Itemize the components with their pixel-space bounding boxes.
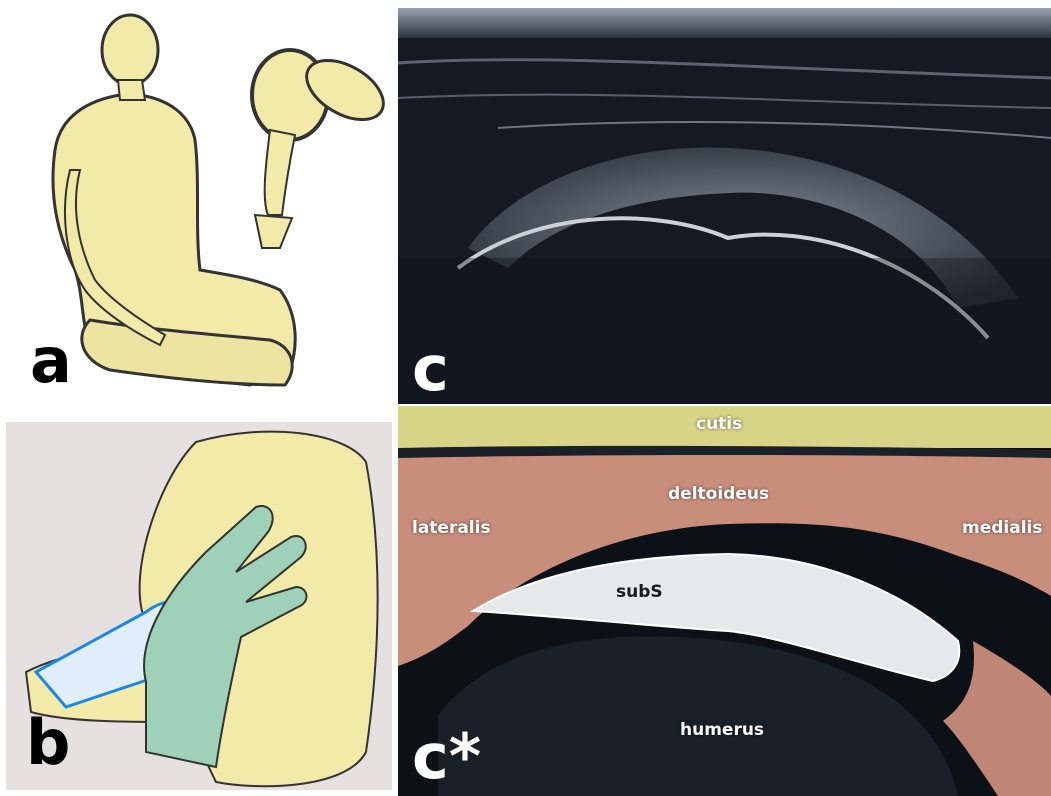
label-subS: subS	[616, 582, 663, 602]
panel-letter-c: c	[412, 338, 449, 400]
panel-letter-a: a	[30, 330, 72, 392]
label-cutis: cutis	[696, 414, 742, 434]
panel-c-ultrasound-image: c	[398, 8, 1051, 404]
label-medialis: medialis	[962, 518, 1042, 538]
label-deltoideus: deltoideus	[668, 484, 769, 504]
panel-letter-b: b	[26, 712, 70, 774]
panel-letter-c-star: c*	[412, 726, 481, 788]
panel-b-probe-placement: b	[6, 422, 392, 790]
label-humerus: humerus	[680, 720, 764, 740]
panel-c-star-annotated-ultrasound: cutis deltoideus lateralis medialis subS…	[398, 406, 1051, 796]
panel-a-patient-position: a	[0, 0, 392, 410]
label-lateralis: lateralis	[412, 518, 491, 538]
ultrasound-raw-image	[398, 8, 1051, 404]
